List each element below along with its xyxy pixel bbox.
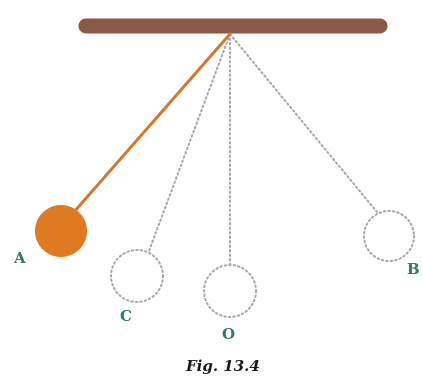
string-to-a bbox=[72, 32, 232, 214]
bob-position-c bbox=[110, 249, 164, 303]
label-b: B bbox=[407, 260, 420, 278]
label-a: A bbox=[13, 249, 26, 267]
bob-position-o bbox=[203, 264, 257, 318]
figure-caption: Fig. 13.4 bbox=[185, 357, 260, 375]
label-c: C bbox=[120, 307, 132, 325]
string-to-c bbox=[148, 33, 231, 252]
bob-position-b bbox=[363, 210, 415, 262]
bob-position-a bbox=[35, 205, 87, 257]
label-o: O bbox=[222, 325, 235, 343]
string-to-b bbox=[229, 33, 378, 213]
